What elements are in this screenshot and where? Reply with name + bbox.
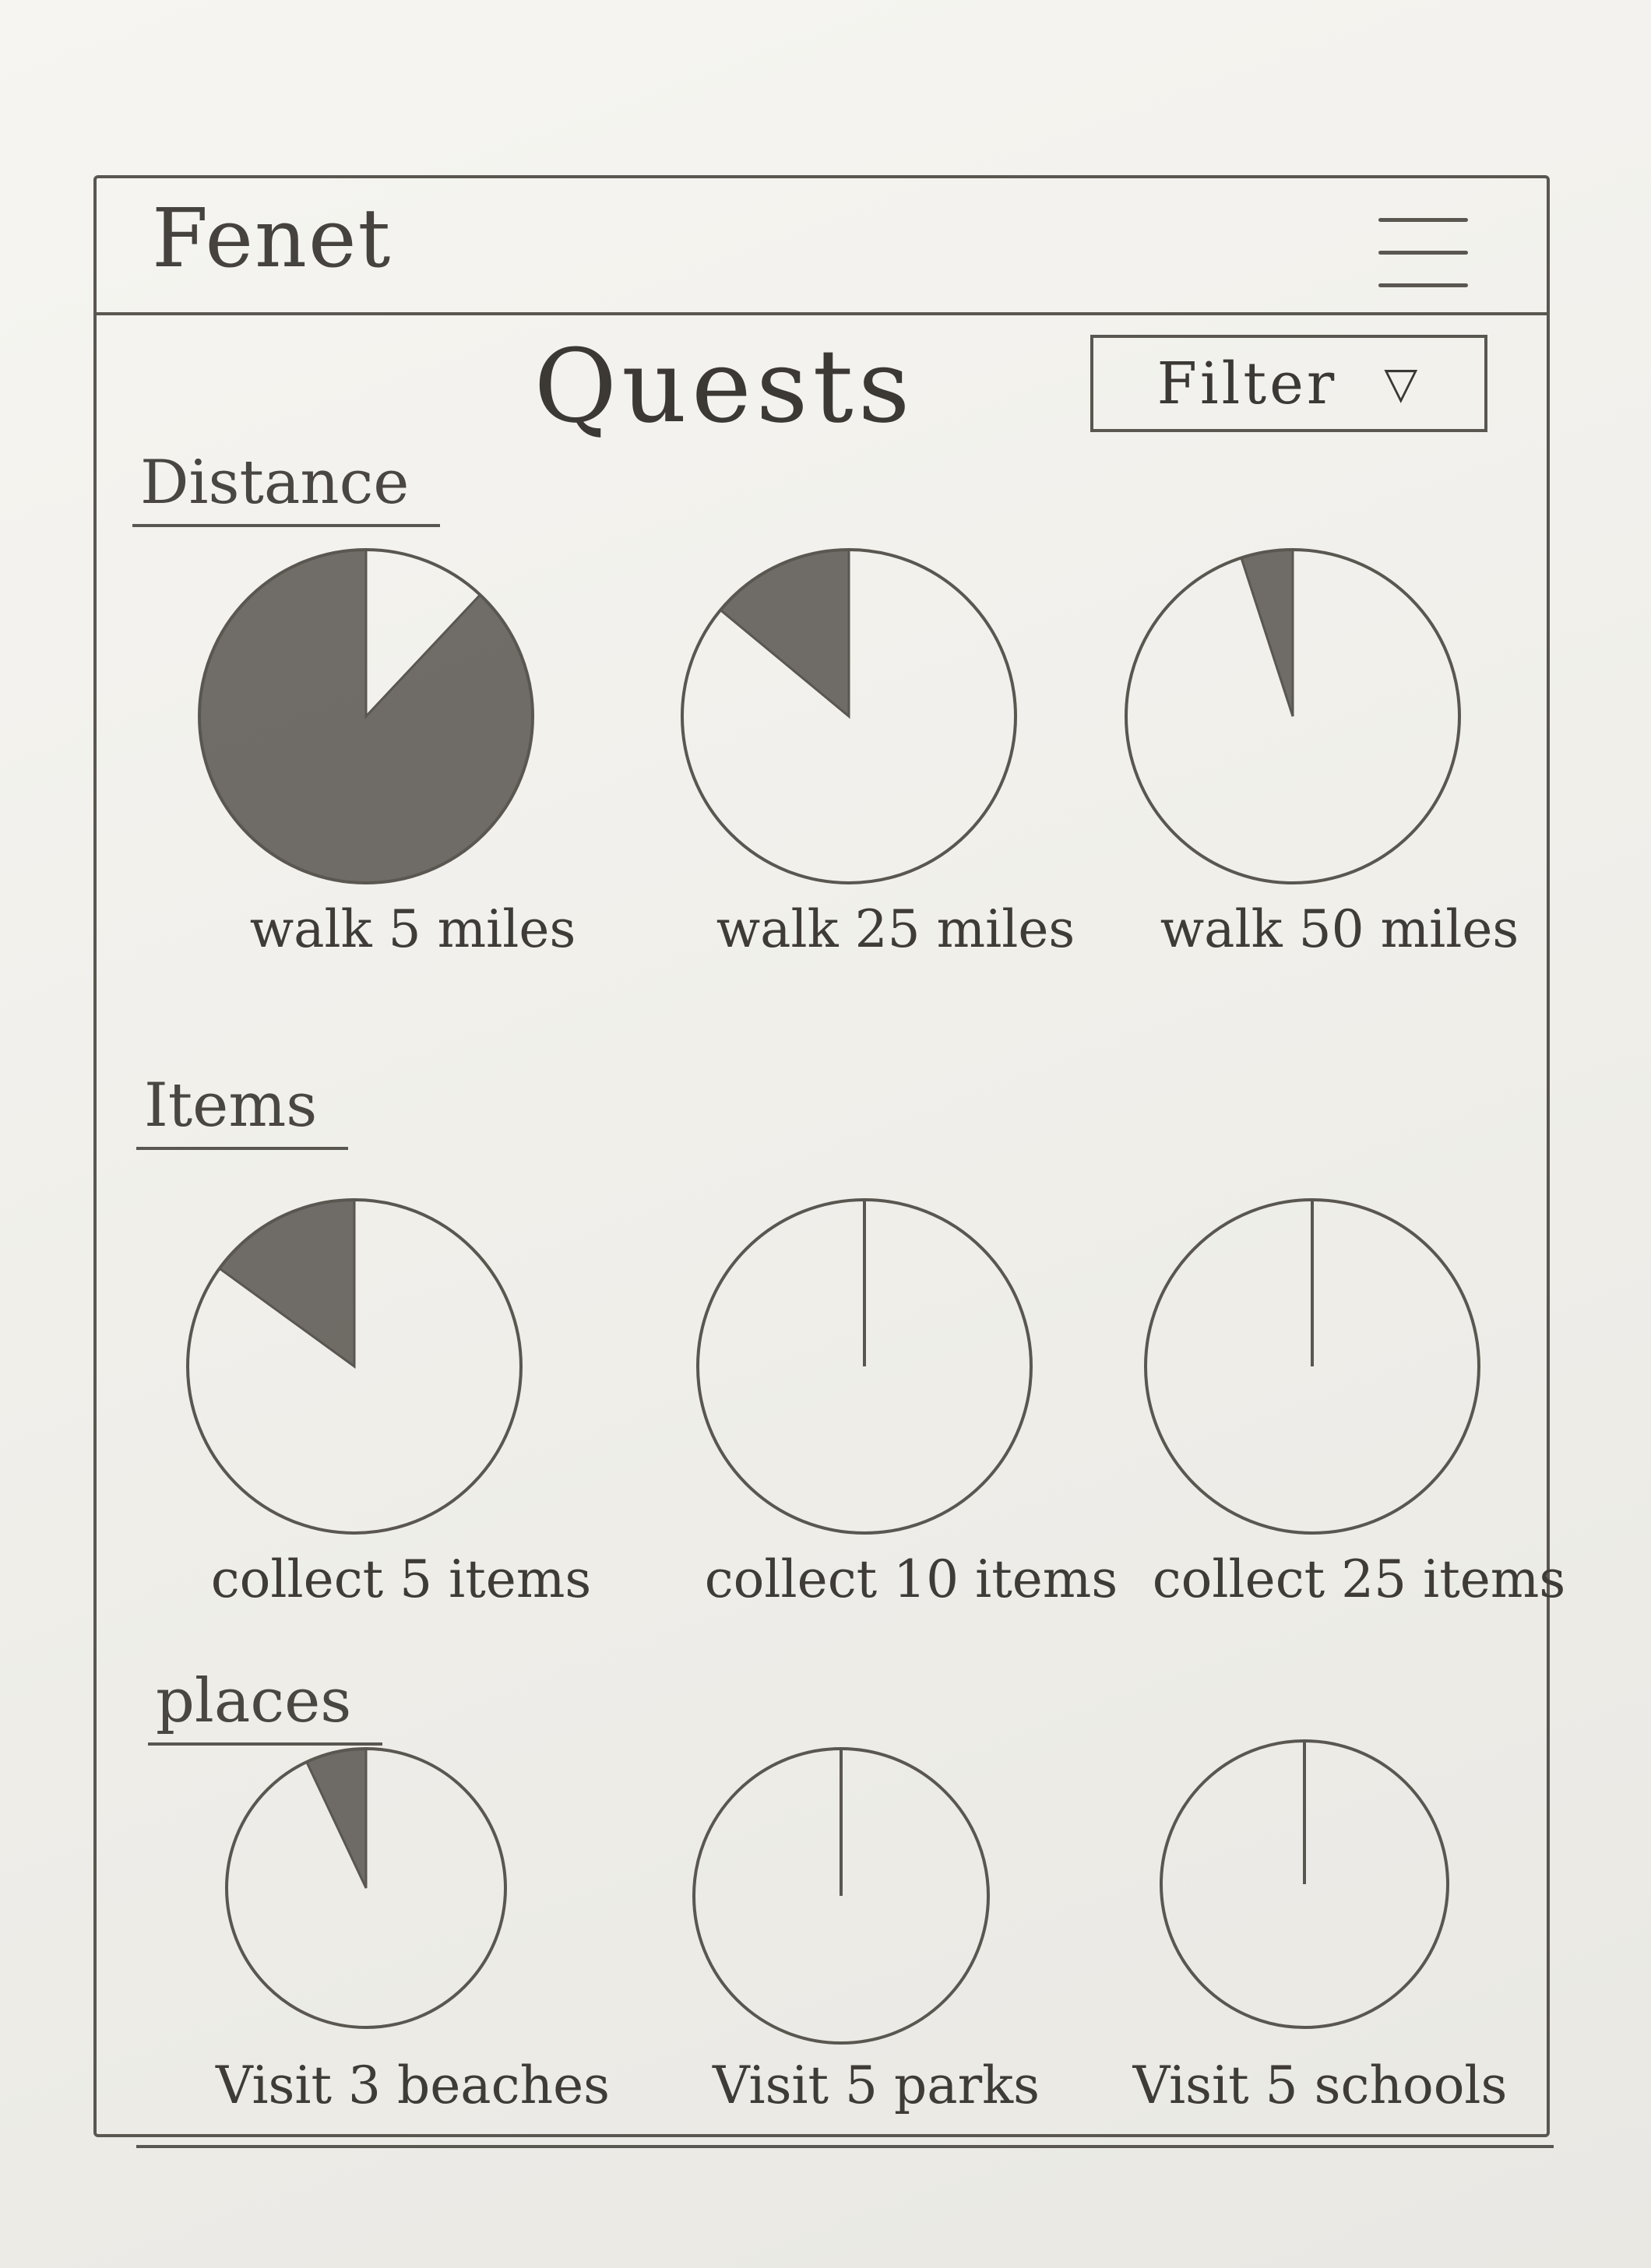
section-label-places: places xyxy=(148,1666,383,1746)
quest-walk-25-miles[interactable]: walk 25 miles xyxy=(678,545,1114,981)
quest-visit-5-schools[interactable]: Visit 5 schools xyxy=(1133,1732,1593,2168)
section-label-items: Items xyxy=(136,1071,349,1150)
quest-label: Visit 5 parks xyxy=(712,2055,1040,2115)
progress-ring xyxy=(1160,1739,1449,2029)
progress-pie-icon xyxy=(1125,548,1461,884)
progress-pie-icon xyxy=(198,548,534,884)
page-title: Quests xyxy=(533,327,915,445)
quest-label: Visit 3 beaches xyxy=(215,2055,611,2115)
section-label-distance: Distance xyxy=(132,448,441,527)
progress-pie-icon xyxy=(681,548,1017,884)
quest-collect-10-items[interactable]: collect 10 items xyxy=(693,1195,1129,1631)
bottom-divider xyxy=(136,2145,1554,2148)
progress-pie-icon xyxy=(1160,1739,1449,2029)
app-header: Fenet xyxy=(93,175,1550,315)
progress-ring xyxy=(1125,548,1461,884)
quest-collect-5-items[interactable]: collect 5 items xyxy=(183,1195,619,1631)
quest-label: Visit 5 schools xyxy=(1132,2055,1508,2115)
quest-label: walk 5 miles xyxy=(249,899,576,959)
hamburger-menu-icon[interactable] xyxy=(1371,210,1487,296)
progress-ring xyxy=(681,548,1017,884)
app-name: Fenet xyxy=(152,191,393,286)
filter-dropdown[interactable]: Filter ▽ xyxy=(1090,335,1487,432)
progress-ring xyxy=(696,1198,1033,1535)
progress-ring xyxy=(225,1747,507,2029)
progress-pie-icon xyxy=(186,1198,523,1535)
quest-label: collect 10 items xyxy=(704,1549,1118,1609)
quest-walk-50-miles[interactable]: walk 50 miles xyxy=(1121,545,1558,981)
quest-label: collect 5 items xyxy=(210,1549,592,1609)
progress-ring xyxy=(186,1198,523,1535)
quest-collect-25-items[interactable]: collect 25 items xyxy=(1141,1195,1577,1631)
progress-pie-icon xyxy=(1144,1198,1480,1535)
quest-walk-5-miles[interactable]: walk 5 miles xyxy=(195,545,631,981)
progress-pie-icon xyxy=(692,1747,990,2045)
filter-label: Filter xyxy=(1156,350,1338,417)
quest-label: walk 25 miles xyxy=(716,899,1075,959)
quest-visit-3-beaches[interactable]: Visit 3 beaches xyxy=(216,1744,658,2180)
quest-label: collect 25 items xyxy=(1152,1549,1566,1609)
progress-pie-icon xyxy=(225,1747,507,2029)
progress-slice xyxy=(718,548,850,719)
progress-slice xyxy=(1239,548,1294,717)
quest-visit-5-parks[interactable]: Visit 5 parks xyxy=(689,1744,1125,2180)
quest-label: walk 50 miles xyxy=(1160,899,1519,959)
progress-ring xyxy=(198,548,534,884)
progress-slice xyxy=(305,1747,368,1889)
progress-pie-icon xyxy=(696,1198,1033,1535)
phone-frame xyxy=(93,175,1550,2137)
caret-down-icon: ▽ xyxy=(1384,358,1421,409)
progress-slice xyxy=(198,548,534,884)
progress-ring xyxy=(1144,1198,1480,1535)
progress-ring xyxy=(692,1747,990,2045)
progress-slice xyxy=(217,1198,356,1369)
